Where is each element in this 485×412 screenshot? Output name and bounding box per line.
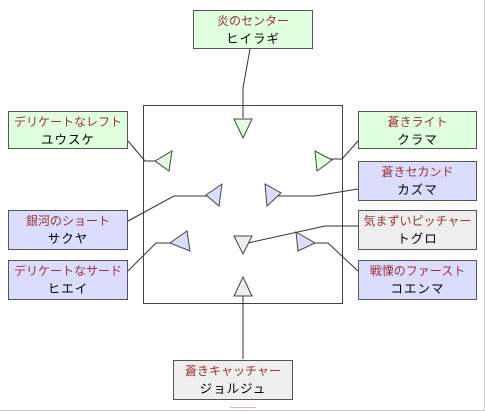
- player-name: ジョルジュ: [199, 381, 267, 396]
- connector-left: [127, 140, 157, 162]
- player-name: ヒエイ: [47, 281, 89, 296]
- player-name: トグロ: [397, 231, 438, 246]
- marker-third: [168, 230, 191, 252]
- player-name: ユウスケ: [40, 132, 95, 147]
- marker-catcher: [233, 275, 253, 297]
- player-name: カズマ: [397, 182, 438, 197]
- connector-center: [242, 48, 251, 118]
- marker-pitcher: [233, 235, 253, 256]
- position-box-center: 炎のセンター ヒイラギ: [193, 10, 313, 49]
- marker-right: [314, 150, 333, 172]
- position-box-pitcher: 気まずいピッチャー トグロ: [358, 210, 477, 250]
- connector-first: [312, 242, 359, 272]
- position-role: 蒼きキャッチャー: [185, 364, 281, 378]
- player-name: コエンマ: [390, 281, 445, 296]
- position-box-first: 戦慄のファースト コエンマ: [358, 260, 477, 300]
- position-role: 戦慄のファースト: [369, 264, 466, 278]
- position-role: 蒼きライト: [387, 115, 448, 129]
- position-box-left: デリケートなレフト ユウスケ: [8, 111, 128, 149]
- position-role: 銀河のショート: [25, 214, 110, 228]
- position-role: デリケートなレフト: [13, 115, 122, 129]
- position-box-third: デリケートなサード ヒエイ: [8, 260, 128, 300]
- footer-cut-off-mark: [230, 407, 256, 412]
- marker-left: [154, 150, 173, 172]
- position-role: 炎のセンター: [216, 14, 289, 28]
- position-role: 気まずいピッチャー: [363, 214, 472, 228]
- position-role: 蒼きセカンド: [381, 165, 454, 179]
- connector-right: [330, 140, 359, 160]
- position-box-right: 蒼きライト クラマ: [358, 111, 477, 149]
- player-name: サクヤ: [47, 231, 89, 246]
- marker-first: [295, 231, 317, 252]
- player-name: クラマ: [397, 132, 438, 147]
- marker-center: [233, 118, 253, 140]
- position-role: デリケートなサード: [13, 264, 122, 278]
- connector-short: [127, 195, 210, 222]
- player-name: ヒイラギ: [225, 31, 280, 46]
- position-box-second: 蒼きセカンド カズマ: [358, 161, 477, 201]
- connector-second: [276, 188, 359, 197]
- connector-third: [127, 242, 174, 272]
- connector-pitcher: [247, 225, 358, 244]
- position-box-short: 銀河のショート サクヤ: [8, 210, 128, 250]
- position-box-catcher: 蒼きキャッチャー ジョルジュ: [173, 360, 293, 400]
- marker-second: [264, 183, 282, 208]
- marker-short: [205, 182, 223, 207]
